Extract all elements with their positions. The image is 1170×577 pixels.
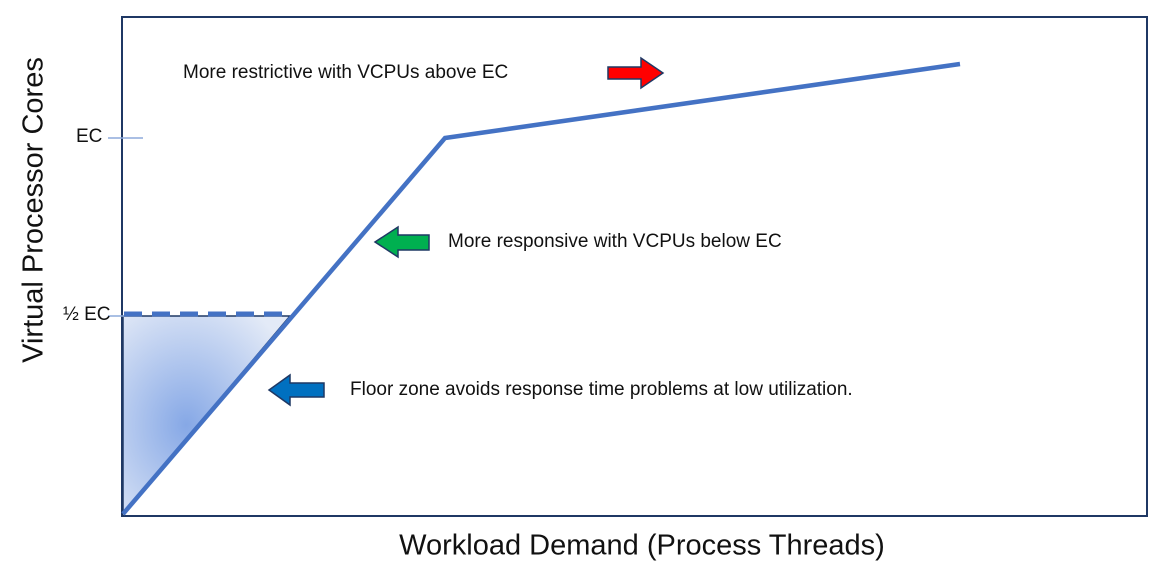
responsive-annotation: More responsive with VCPUs below EC bbox=[448, 231, 782, 252]
blue-left-arrow-icon bbox=[267, 373, 325, 407]
ec-tick-label: EC bbox=[76, 126, 103, 147]
green-left-arrow-icon bbox=[373, 225, 430, 259]
red-right-arrow-icon bbox=[607, 56, 665, 90]
vcpu-allocation-line bbox=[121, 61, 961, 516]
x-axis-label: Workload Demand (Process Threads) bbox=[399, 529, 885, 562]
restrictive-annotation: More restrictive with VCPUs above EC bbox=[183, 62, 509, 83]
half-ec-tick-label: ½ EC bbox=[63, 304, 111, 325]
floor-zone-annotation: Floor zone avoids response time problems… bbox=[350, 379, 853, 400]
plot-frame bbox=[121, 16, 1148, 517]
y-axis-label: Virtual Processor Cores bbox=[17, 57, 50, 363]
